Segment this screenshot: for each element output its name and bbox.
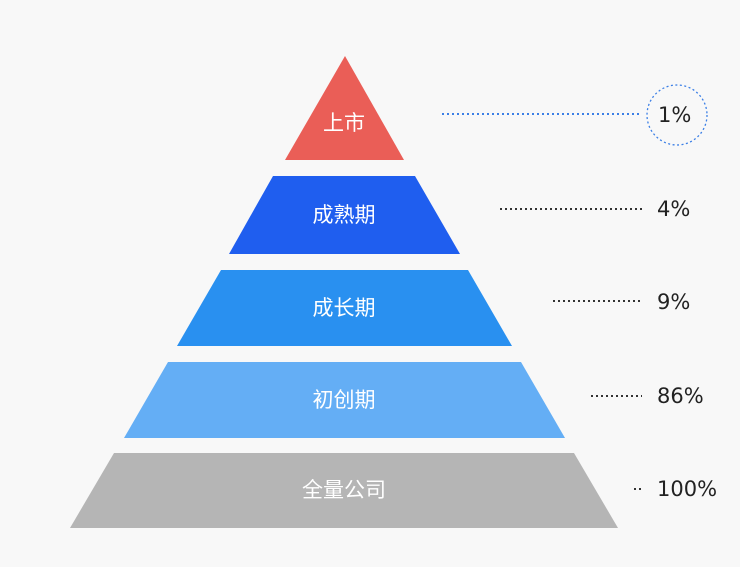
tier-label-listed: 上市 [323, 111, 365, 135]
tier-percent-startup: 86% [657, 384, 704, 408]
tier-shape-growth [177, 270, 512, 346]
tier-percent-all: 100% [657, 477, 717, 501]
tier-percent-listed: 1% [658, 103, 691, 127]
highlight-circle [646, 84, 708, 146]
tier-shape-listed [285, 56, 404, 160]
tier-label-all: 全量公司 [302, 478, 386, 502]
tier-label-startup: 初创期 [313, 388, 376, 412]
tier-label-growth: 成长期 [313, 296, 376, 320]
tier-shape-startup [124, 362, 565, 438]
tier-percent-mature: 4% [657, 197, 690, 221]
tier-shape-mature [229, 176, 460, 254]
tier-label-mature: 成熟期 [313, 203, 376, 227]
tier-shape-all [70, 453, 618, 528]
tier-percent-growth: 9% [657, 290, 690, 314]
